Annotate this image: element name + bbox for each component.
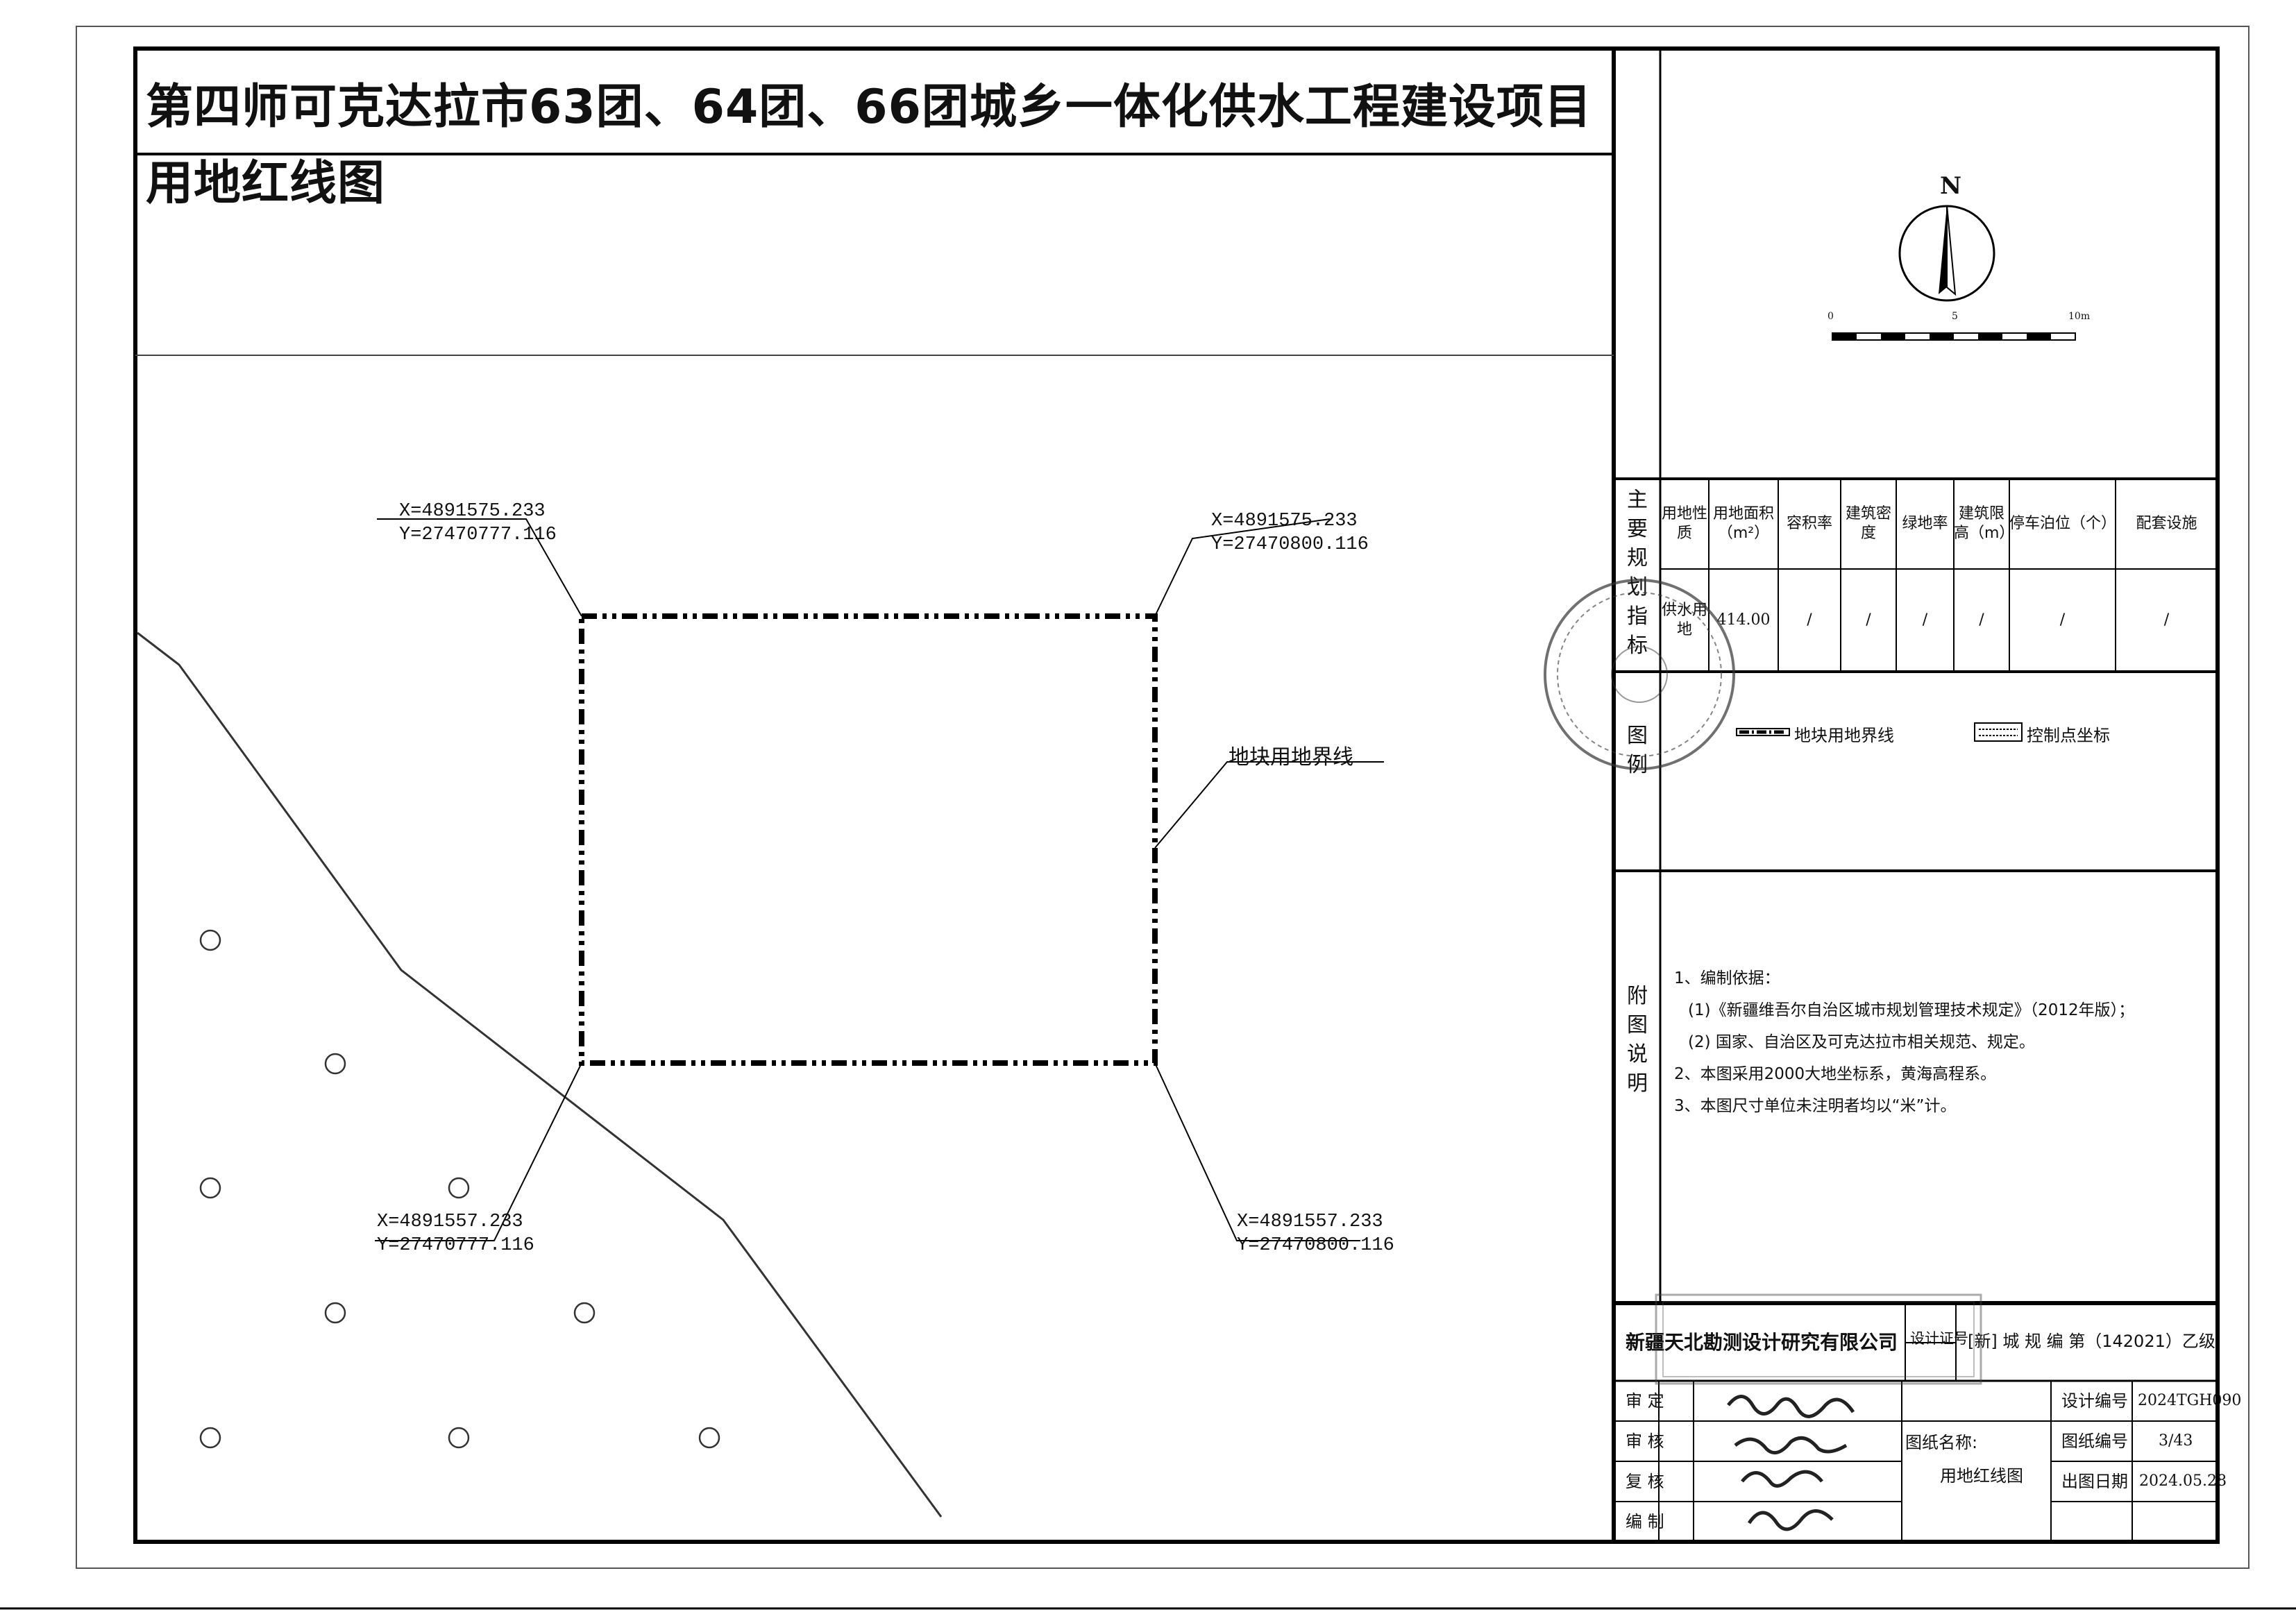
indicator-section-label: 主要规划指标 <box>1627 488 1648 658</box>
field-value-issue-date: 2024.05.28 <box>2139 1472 2227 1490</box>
coord-bottom-right-y: Y=27470800.116 <box>1237 1235 1394 1256</box>
road-line <box>137 631 943 1518</box>
scale-tick-10m: 10m <box>2068 311 2091 322</box>
header-facilities: 配套设施 <box>2136 515 2197 532</box>
handwritten-signatures <box>1727 1395 1855 1531</box>
coord-top-right-y: Y=27470800.116 <box>1211 534 1369 555</box>
field-value-drawing-no: 3/43 <box>2159 1432 2193 1450</box>
coord-bottom-right-x: X=4891557.233 <box>1237 1212 1383 1232</box>
cell-parking: / <box>2059 611 2066 629</box>
north-label: N <box>1940 172 1962 200</box>
header-height-limit: 建筑限高（m） <box>1954 505 2015 542</box>
cert-value: [新] 城 规 编 第（142021）乙级 <box>1968 1332 2215 1351</box>
note-line-2: (1)《新疆维吾尔自治区城市规划管理技术规定》（2012年版）； <box>1688 1001 2135 1019</box>
field-label-drawing-no: 图纸编号 <box>2061 1431 2128 1451</box>
legend-control-point: 控制点坐标 <box>2027 726 2110 745</box>
coord-top-left-y: Y=27470777.116 <box>399 525 557 545</box>
coord-top-left-x: X=4891575.233 <box>399 501 546 522</box>
notes-section-label: 附图说明 <box>1627 984 1648 1096</box>
boundary-line-legend-icon <box>1736 728 1790 736</box>
role-compile: 编 制 <box>1626 1512 1664 1531</box>
note-line-3: (2) 国家、自治区及可克达拉市相关规范、规定。 <box>1688 1033 2035 1051</box>
cell-land-area: 414.00 <box>1716 611 1771 629</box>
role-approve: 审 定 <box>1626 1391 1664 1411</box>
scale-bar-icon <box>1832 332 2076 341</box>
field-label-issue-date: 出图日期 <box>2061 1472 2128 1491</box>
header-land-area: 用地面积（m²） <box>1712 505 1774 542</box>
field-label-design-no: 设计编号 <box>2061 1391 2128 1411</box>
coord-top-right-x: X=4891575.233 <box>1211 511 1358 532</box>
cell-facilities: / <box>2163 611 2170 629</box>
note-line-4: 2、本图采用2000大地坐标系，黄海高程系。 <box>1674 1065 1997 1083</box>
page-title: 第四师可克达拉市63团、64团、66团城乡一体化供水工程建设项目用地红线图 <box>146 80 1592 211</box>
cell-height-limit: / <box>1979 611 1984 629</box>
north-arrow-icon <box>1898 205 1995 302</box>
header-parking: 停车泊位（个） <box>2009 515 2117 532</box>
boundary-label: 地块用地界线 <box>1229 745 1353 770</box>
header-building-density: 建筑密度 <box>1845 505 1891 542</box>
role-review: 审 核 <box>1626 1431 1664 1451</box>
header-far: 容积率 <box>1786 515 1832 532</box>
cert-label: 设计证号 <box>1910 1330 1968 1347</box>
coord-bottom-left-x: X=4891557.233 <box>377 1212 523 1232</box>
legend-boundary-line: 地块用地界线 <box>1794 726 1894 745</box>
tree-markers <box>199 929 720 1449</box>
control-point-legend-icon <box>1974 722 2023 742</box>
qualification-stamp <box>1655 1293 1982 1385</box>
field-value-design-no: 2024TGH090 <box>2138 1392 2242 1409</box>
note-line-1: 1、编制依据： <box>1674 969 1780 987</box>
legend-section-label: 图例 <box>1627 724 1648 777</box>
parcel-boundary <box>579 613 1158 1066</box>
company-name: 新疆天北勘测设计研究有限公司 <box>1626 1331 1898 1354</box>
cell-land-use: 供水用地 <box>1661 602 1707 638</box>
leader-lines <box>375 518 1384 1241</box>
cell-building-density: / <box>1866 611 1871 629</box>
drawing-name: 用地红线图 <box>1940 1466 2023 1486</box>
note-line-5: 3、本图尺寸单位未注明者均以“米”计。 <box>1674 1097 1957 1115</box>
drawing-name-label: 图纸名称: <box>1905 1433 1978 1452</box>
cell-green-ratio: / <box>1922 611 1928 629</box>
cell-far: / <box>1807 611 1812 629</box>
official-seal-stamp <box>1544 579 1735 770</box>
scale-tick-0: 0 <box>1827 311 1834 322</box>
header-green-ratio: 绿地率 <box>1902 515 1948 532</box>
header-land-use: 用地性质 <box>1661 505 1707 542</box>
coord-bottom-left-y: Y=27470777.116 <box>377 1235 534 1256</box>
scale-tick-5: 5 <box>1952 311 1958 322</box>
role-recheck: 复 核 <box>1626 1472 1664 1491</box>
